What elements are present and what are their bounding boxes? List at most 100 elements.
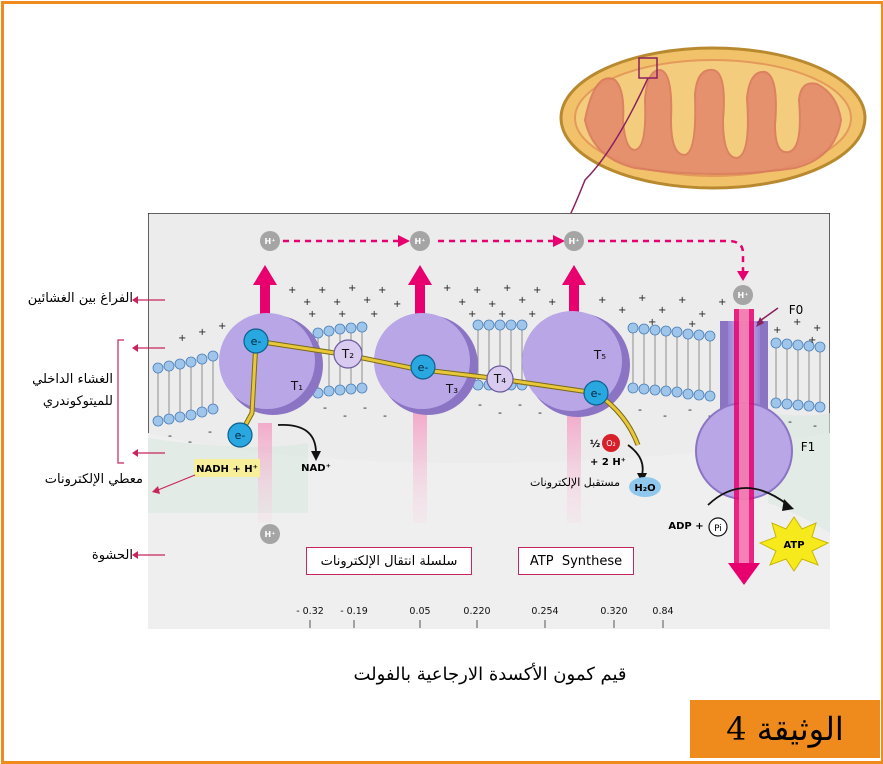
svg-text:-: - xyxy=(538,406,542,419)
proton-track-1 xyxy=(258,423,272,523)
t1-label: T₁ xyxy=(290,379,303,393)
svg-text:-: - xyxy=(663,409,667,422)
water-ellipse xyxy=(629,477,661,497)
svg-text:+: + xyxy=(218,321,226,332)
nadh-box xyxy=(194,459,260,477)
atp-label: ATP xyxy=(783,540,804,551)
membrane-tails xyxy=(157,330,821,416)
svg-text:-: - xyxy=(788,415,792,428)
left-pointers xyxy=(117,296,196,559)
svg-text:+: + xyxy=(618,305,626,316)
inner-membrane-label-line2: للميتوكوندري xyxy=(42,394,113,409)
electron-3-label: e- xyxy=(418,361,429,374)
svg-text:+: + xyxy=(718,297,726,308)
caption: قيم كمون الأكسدة الارجاعية بالفولت xyxy=(353,664,627,685)
svg-text:+: + xyxy=(638,293,646,304)
f1-label: F1 xyxy=(801,440,816,454)
atp-star xyxy=(758,516,830,572)
half-label: ½ xyxy=(590,439,600,450)
svg-text:-: - xyxy=(813,419,817,432)
plus-charges: ++++++++ +++ ++++++++ +++ +++++++ ++ +++… xyxy=(178,283,821,346)
o2-label: O₂ xyxy=(606,439,616,448)
svg-text:-: - xyxy=(688,403,692,416)
svg-text:-: - xyxy=(518,398,522,411)
svg-text:+: + xyxy=(468,309,476,320)
two-h-label: + 2 H⁺ xyxy=(590,457,626,468)
proton-top-circles xyxy=(260,231,753,544)
svg-text:+: + xyxy=(308,309,316,320)
h2o-label: H₂O xyxy=(634,483,655,494)
f0-label: F0 xyxy=(789,303,804,317)
svg-text:+: + xyxy=(598,295,606,306)
t5-label: T₅ xyxy=(593,348,606,362)
intermembrane-space-label: الفراغ بين الغشائين xyxy=(27,291,133,306)
svg-text:-: - xyxy=(168,429,172,442)
svg-text:+: + xyxy=(393,299,401,310)
matrix-label: الحشوة xyxy=(91,548,133,563)
electron-2-label: e- xyxy=(235,429,246,442)
svg-text:+: + xyxy=(303,297,311,308)
svg-text:+: + xyxy=(813,323,821,334)
svg-text:+: + xyxy=(443,283,451,294)
svg-text:-: - xyxy=(708,409,712,422)
potential-value: 0.84 xyxy=(652,606,674,617)
t3-label: T₃ xyxy=(445,382,458,396)
potential-value: 0.320 xyxy=(600,606,628,617)
electron-acceptor-label: مستقبل الإلكترونات xyxy=(530,476,620,489)
h-plus-1: H⁺ xyxy=(265,237,276,246)
h-plus-4: H⁺ xyxy=(738,291,749,300)
t2-label: T₂ xyxy=(341,347,354,361)
carrier-t4 xyxy=(486,365,514,393)
svg-text:+: + xyxy=(198,327,206,338)
svg-text:-: - xyxy=(478,398,482,411)
svg-text:+: + xyxy=(370,309,378,320)
svg-text:-: - xyxy=(383,409,387,422)
h-plus-2: H⁺ xyxy=(415,237,426,246)
transport-chain-box: سلسلة انتقال الإلكترونات xyxy=(306,547,472,575)
mitochondrion-illustration xyxy=(559,46,867,216)
document-label: الوثيقة 4 xyxy=(690,700,880,758)
proton-pump-arrows xyxy=(253,265,586,325)
svg-text:+: + xyxy=(698,309,706,320)
atp-arc xyxy=(707,487,789,506)
svg-text:+: + xyxy=(458,297,466,308)
svg-text:+: + xyxy=(498,309,506,320)
electron-donor-label: معطي الإلكترونات xyxy=(44,472,143,487)
respiratory-chain-diagram: H⁺ H⁺ H⁺ H⁺ H⁺ ++++++++ +++ ++++++++ +++… xyxy=(148,213,830,629)
svg-text:+: + xyxy=(333,297,341,308)
svg-text:-: - xyxy=(208,425,212,438)
svg-text:-: - xyxy=(363,401,367,414)
proton-track-2 xyxy=(413,413,427,523)
pi-circle xyxy=(708,517,728,537)
carrier-t2 xyxy=(333,339,363,369)
svg-text:+: + xyxy=(363,295,371,306)
svg-text:+: + xyxy=(808,335,816,346)
electron-4-label: e- xyxy=(591,387,602,400)
svg-text:+: + xyxy=(658,305,666,316)
t4-label: T₄ xyxy=(493,372,506,386)
atp-synthase xyxy=(695,309,793,585)
svg-text:+: + xyxy=(473,285,481,296)
svg-text:+: + xyxy=(528,309,536,320)
potential-value: - 0.19 xyxy=(340,606,368,617)
electrons xyxy=(227,328,609,448)
potential-value: 0.254 xyxy=(531,606,559,617)
svg-text:-: - xyxy=(638,403,642,416)
svg-text:+: + xyxy=(533,285,541,296)
potential-ticks xyxy=(309,620,664,628)
svg-text:+: + xyxy=(793,317,801,328)
svg-text:+: + xyxy=(503,283,511,294)
oxygen-circle xyxy=(602,434,620,452)
svg-text:+: + xyxy=(648,317,656,328)
svg-text:+: + xyxy=(288,285,296,296)
nadh-label: NADH + H⁺ xyxy=(196,464,258,475)
svg-text:-: - xyxy=(498,406,502,419)
svg-text:+: + xyxy=(378,285,386,296)
proton-flow-path xyxy=(283,239,745,273)
svg-text:-: - xyxy=(323,401,327,414)
svg-text:+: + xyxy=(178,333,186,344)
h-plus-5: H⁺ xyxy=(265,530,276,539)
svg-text:+: + xyxy=(348,283,356,294)
svg-text:+: + xyxy=(678,295,686,306)
proton-track-3 xyxy=(567,413,581,523)
